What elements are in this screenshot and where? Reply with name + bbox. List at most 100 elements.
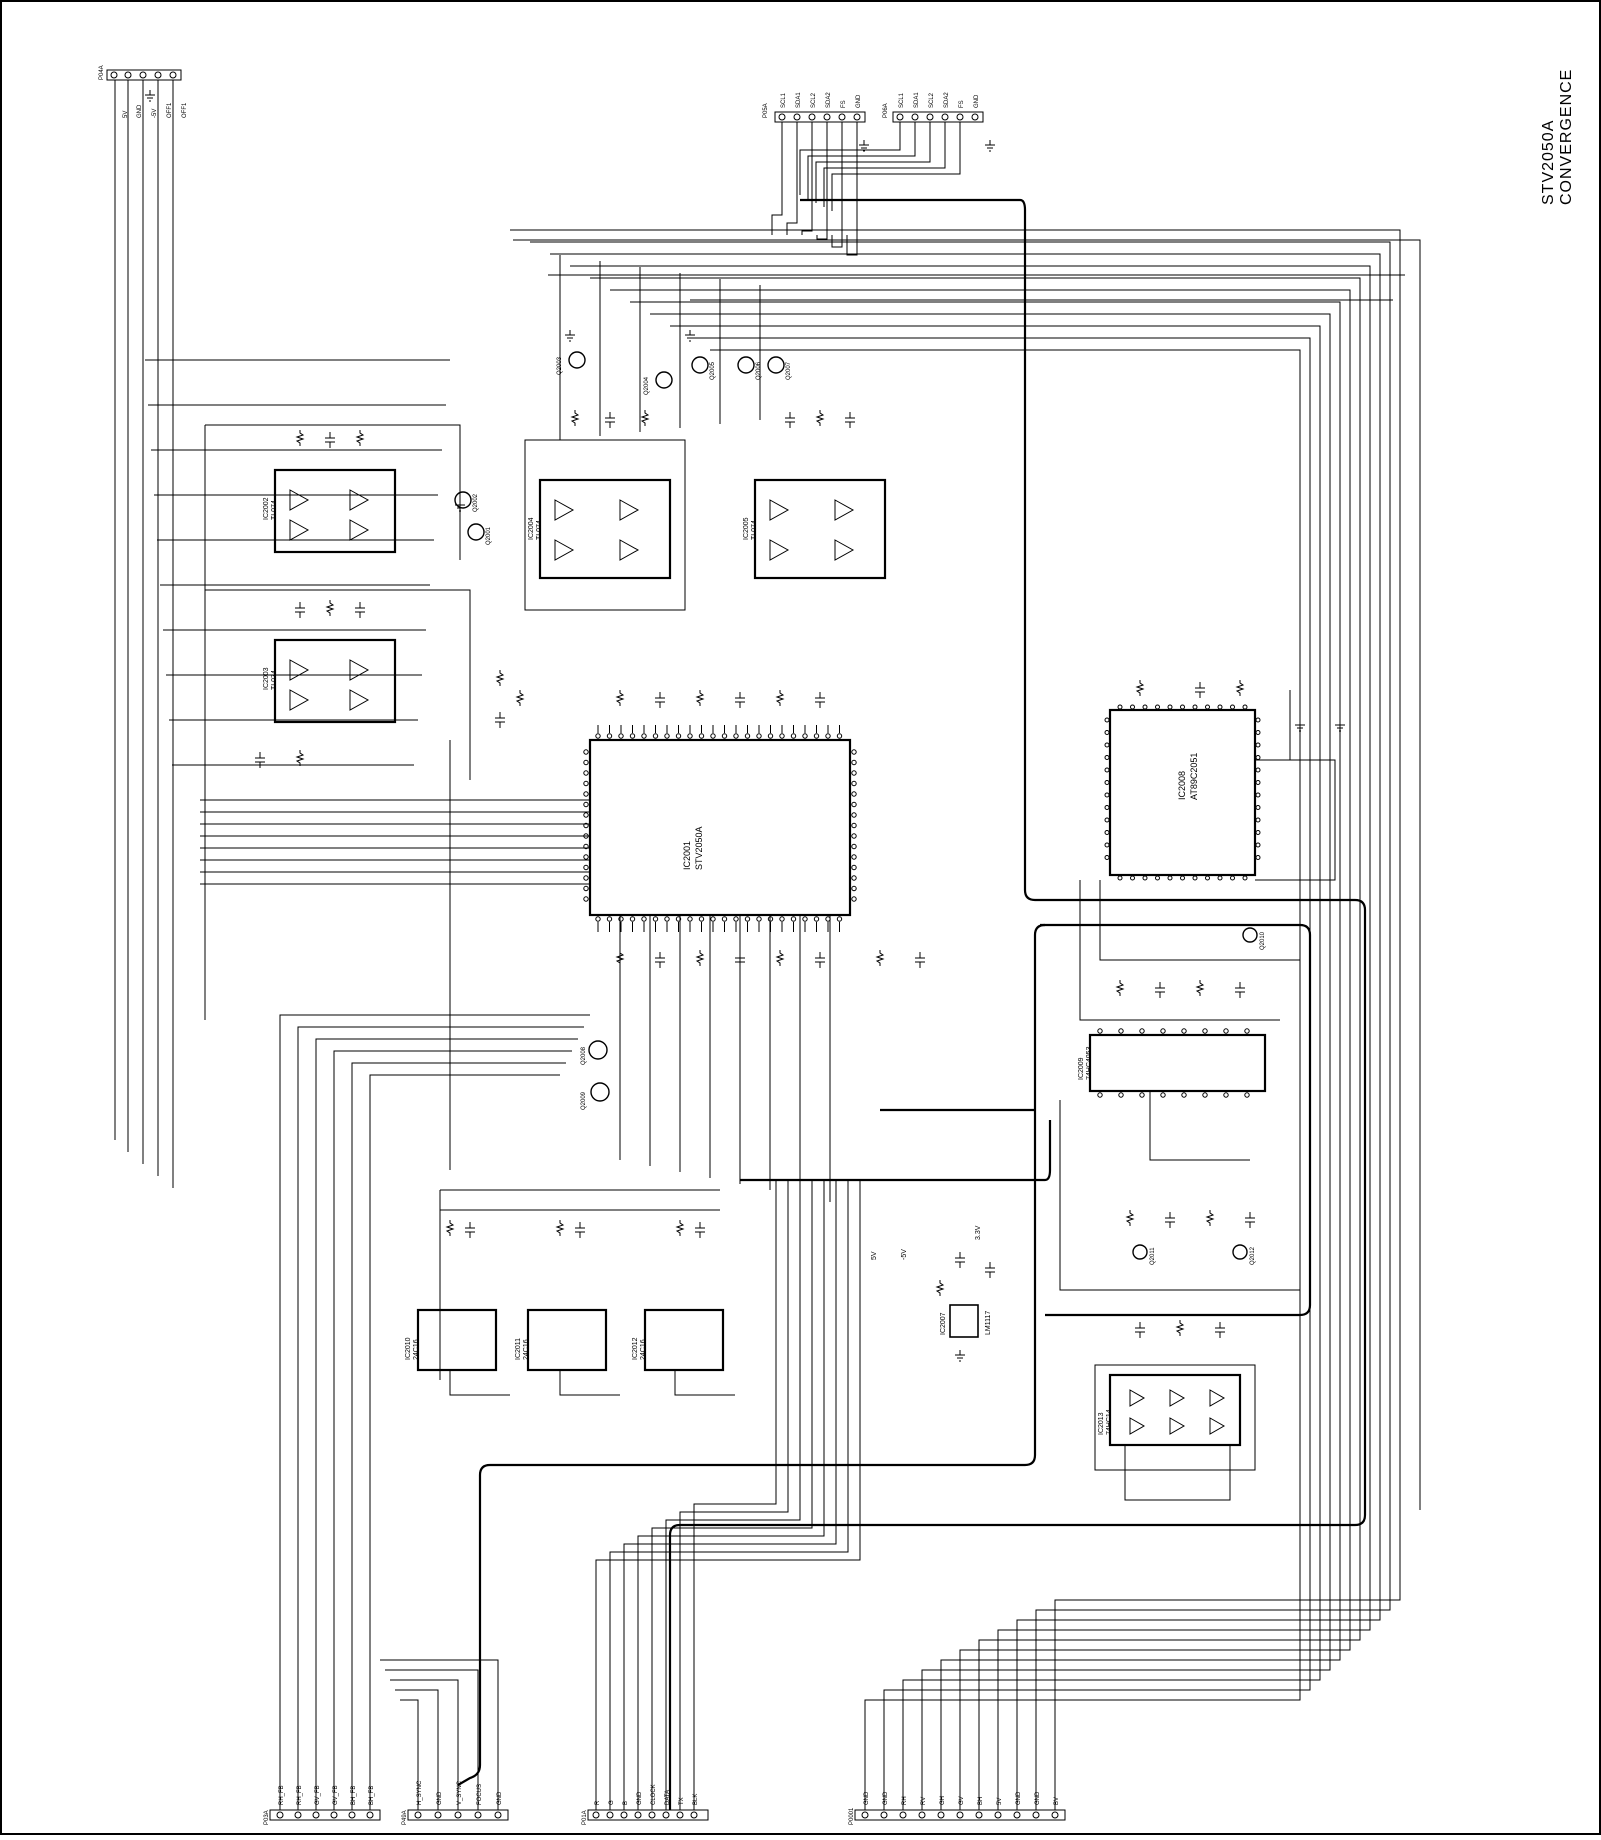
ic-stv2050a-pin-38 (779, 916, 785, 922)
ic-stv2050a-pin-12 (733, 733, 739, 739)
rail-3v3-label: 3.3V (975, 1225, 982, 1240)
bus-trace-3 (457, 923, 1046, 1786)
connector-p01a-pin-7: TX (679, 1797, 685, 1805)
ic-mcu-pin-40 (1104, 830, 1110, 835)
ic-tl074-1-part: TL074 (271, 500, 278, 520)
ic-stv2050a-pin-56 (583, 812, 589, 818)
ic-mcu-pin-1 (1117, 875, 1123, 881)
ic-mcu: IC2008 AT89C2051 (1104, 704, 1261, 881)
transistor-group: Q2001 Q2002 Q2003 Q2004 Q2005 Q2006 Q200… (454, 351, 1266, 1265)
ic-mcu-pin-18 (1230, 704, 1235, 710)
capacitor-11 (845, 412, 855, 428)
connector-p01a-pin-4: GND (637, 1791, 643, 1805)
wire-upper-rail-1 (513, 239, 1421, 1510)
connector-p05a-pin-3: SCL2 (811, 92, 817, 108)
wire-mcu-net-2 (1255, 759, 1336, 881)
resistor-0 (295, 430, 305, 446)
wire-p06a-drop-2 (815, 122, 931, 203)
ic-74hc4053-pin-bot-3 (1160, 1092, 1166, 1098)
wire-p06a-drop-1 (807, 122, 916, 199)
capacitor-17 (815, 692, 825, 708)
wire-p01a-net-7 (693, 1180, 777, 1810)
ic-mcu-pin-5 (1142, 875, 1148, 881)
ic-eeprom-2: IC2011 24C16 (515, 1308, 608, 1372)
connector-p0001-pin-8: 5V (997, 1798, 1003, 1805)
ic-74hc4053-pin-bot-7 (1244, 1092, 1250, 1098)
connector-p01a-pin-8: BLK (693, 1794, 699, 1805)
resistor-44 (935, 1280, 945, 1296)
capacitor-35 (1235, 982, 1245, 998)
ic-74hc4053-pin-top-4 (1181, 1028, 1187, 1034)
ic-stv2050a: IC2001 STV2050A (583, 725, 857, 932)
ic-eeprom-1-ref: IC2010 (405, 1337, 412, 1360)
ic-74hc4053-pin-bot-1 (1118, 1092, 1124, 1098)
resistor-8 (640, 410, 650, 426)
ic-mcu-pin-27 (1255, 742, 1261, 748)
capacitor-13 (655, 692, 665, 708)
connector-p01a-name: P01A (582, 1810, 588, 1825)
ic-74hc14-part: 74HC14 (1106, 1409, 1113, 1435)
transistor-q2002-label: Q2002 (473, 493, 479, 512)
ic-mcu-pin-41 (1255, 830, 1261, 835)
capacitor-41 (1195, 682, 1205, 698)
ic-74hc4053-pin-bot-2 (1139, 1092, 1145, 1098)
transistor-q2011: Q2011 (1132, 1244, 1156, 1265)
connector-p49a-pin-1: H_SYNC (417, 1780, 423, 1805)
wire-mcu-net-1 (1079, 880, 1280, 1021)
transistor-q2006: Q2006 (737, 356, 762, 380)
wire-p06a-drop-4 (831, 122, 961, 211)
ic-mcu-pin-36 (1104, 805, 1110, 810)
transistor-q2009: Q2009 (581, 1082, 610, 1110)
ic-stv2050a-pin-62 (583, 843, 589, 850)
connector-p49a-pin-5: GND (497, 1791, 503, 1805)
ic-stv2050a-pin-14 (756, 733, 762, 739)
ic-stv2050a-pin-48 (583, 770, 589, 776)
ic-stv2050a-pin-5 (652, 733, 659, 739)
capacitor-7 (605, 412, 615, 428)
connector-p04a: P04A 5V GND -5V OFF1 OFF1 (99, 65, 188, 118)
ic-stv2050a-pin-26 (641, 916, 647, 922)
transistor-q2007: Q2007 (767, 356, 792, 380)
ic-mcu-pin-10 (1180, 704, 1185, 710)
ic-mcu-pin-11 (1180, 875, 1185, 881)
wire-p05a-drop-4 (831, 122, 843, 248)
capacitor-23 (815, 952, 825, 968)
connector-p0001-pin-11: BV (1054, 1797, 1060, 1805)
ic-tl074-4-part: TL074 (751, 520, 758, 540)
resistor-16 (775, 690, 785, 706)
ic-mcu-pin-44 (1104, 855, 1110, 860)
connector-p03a-name: P03A (264, 1810, 270, 1825)
ic-stv2050a-pin-63 (851, 843, 857, 850)
capacitor-1 (325, 432, 335, 448)
ic-stv2050a-pin-53 (851, 791, 857, 797)
capacitor-19 (655, 952, 665, 968)
connector-p49a: P49A H_SYNC GND V_SYNC FOCUS GND (402, 1780, 509, 1825)
ic-stv2050a-pin-22 (595, 916, 601, 922)
wire-p01a-net-6 (679, 1180, 789, 1810)
ic-mcu-pin-22 (1104, 717, 1110, 723)
wire-p05a-drop-1 (786, 122, 798, 235)
ic-74hc4053-ref: IC2009 (1078, 1057, 1085, 1080)
wire-p01a-net-1 (609, 1180, 849, 1810)
wire-right-net-1 (530, 241, 1391, 1810)
capacitor-49 (255, 752, 265, 768)
capacitor-25 (915, 952, 925, 968)
ic-stv2050a-pin-44 (583, 749, 589, 755)
ic-mcu-pin-42 (1104, 842, 1110, 848)
capacitor-29 (575, 1222, 585, 1238)
passive-components (145, 90, 1345, 1362)
connector-p03a-pin-1: RH_FB (279, 1785, 285, 1805)
transistor-q2007-label: Q2007 (786, 361, 792, 380)
resistor-30 (675, 1220, 685, 1236)
ic-mcu-pin-0 (1117, 704, 1123, 710)
ic-mcu-pin-39 (1255, 817, 1261, 823)
ic-stv2050a-pin-21 (836, 733, 843, 739)
ic-stv2050a-pin-34 (733, 916, 739, 922)
ground-symbol-7 (685, 330, 695, 342)
connector-p06a-pin-5: FS (959, 100, 965, 108)
transistor-q2010: Q2010 (1242, 927, 1266, 950)
bus-nets (457, 198, 1367, 1810)
transistor-q2005: Q2005 (691, 356, 716, 380)
